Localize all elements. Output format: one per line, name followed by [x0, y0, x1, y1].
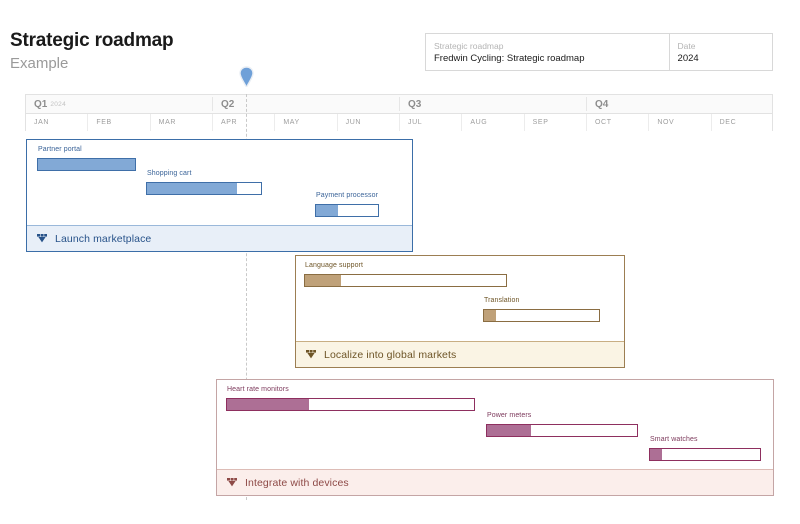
quarter-label: Q3 — [408, 98, 422, 110]
task-bar[interactable] — [315, 204, 379, 217]
collapse-tree-icon[interactable] — [306, 350, 316, 359]
meta-date-label: Date — [677, 41, 696, 51]
task-label: Payment processor — [316, 192, 379, 199]
task-progress-fill — [316, 205, 339, 216]
timeline-month-dec: DEC — [719, 119, 737, 126]
meta-date-value: 2024 — [677, 53, 699, 64]
page-subtitle: Example — [10, 55, 69, 72]
timeline-month-jan: JAN — [26, 114, 89, 131]
timeline-month-nov: NOV — [649, 114, 712, 131]
timeline-month-feb: FEB — [88, 114, 151, 131]
task-smart-watches[interactable]: Smart watches — [649, 436, 761, 461]
swimlane-name: Launch marketplace — [55, 232, 152, 245]
timeline-quarter-q3: Q3 — [400, 95, 587, 113]
task-translation[interactable]: Translation — [483, 297, 600, 322]
task-payment-processor[interactable]: Payment processor — [315, 192, 379, 217]
timeline-month-apr: APR — [213, 114, 276, 131]
task-label: Language support — [305, 262, 364, 269]
quarter-divider — [399, 97, 400, 111]
task-bar[interactable] — [226, 398, 475, 411]
task-label: Shopping cart — [147, 170, 192, 177]
timeline-quarter-q4: Q4 — [587, 95, 774, 113]
task-bar[interactable] — [146, 182, 262, 195]
timeline-month-jun: JUN — [338, 114, 400, 131]
quarter-label: Q2 — [221, 98, 235, 110]
meta-project-label: Strategic roadmap — [434, 41, 504, 51]
timeline-quarter-q2: Q2 — [213, 95, 400, 113]
task-progress-fill — [484, 310, 496, 321]
meta-cell-date[interactable]: Date 2024 — [670, 34, 772, 70]
task-bar[interactable] — [649, 448, 761, 461]
swimlane-name: Localize into global markets — [324, 348, 457, 361]
quarter-label: Q4 — [595, 98, 609, 110]
task-bar[interactable] — [483, 309, 600, 322]
task-progress-fill — [38, 159, 135, 170]
task-progress-fill — [305, 275, 342, 286]
task-label: Smart watches — [650, 436, 698, 443]
task-language-support[interactable]: Language support — [304, 262, 507, 287]
timeline-month-mar: MAR — [151, 114, 213, 131]
quarter-year: 2024 — [50, 100, 67, 108]
task-bar[interactable] — [37, 158, 136, 171]
swimlane-footer[interactable]: Launch marketplace — [27, 225, 412, 251]
page-title: Strategic roadmap — [10, 30, 174, 51]
task-power-meters[interactable]: Power meters — [486, 412, 638, 437]
task-heart-rate-monitors[interactable]: Heart rate monitors — [226, 386, 475, 411]
task-shopping-cart[interactable]: Shopping cart — [146, 170, 262, 195]
timeline-month-sep: SEP — [525, 114, 587, 131]
today-marker-line — [246, 94, 247, 500]
task-bar[interactable] — [486, 424, 638, 437]
quarter-divider — [212, 97, 213, 111]
swimlane-name: Integrate with devices — [245, 476, 349, 489]
meta-cell-project[interactable]: Strategic roadmap Fredwin Cycling: Strat… — [426, 34, 670, 70]
task-partner-portal[interactable]: Partner portal — [37, 146, 136, 171]
task-label: Translation — [484, 297, 520, 304]
task-progress-fill — [227, 399, 309, 410]
document-meta-table: Strategic roadmap Fredwin Cycling: Strat… — [425, 33, 773, 71]
meta-project-value: Fredwin Cycling: Strategic roadmap — [434, 53, 585, 64]
task-label: Partner portal — [38, 146, 82, 153]
quarter-divider — [586, 97, 587, 111]
task-label: Heart rate monitors — [227, 386, 289, 393]
collapse-tree-icon[interactable] — [227, 478, 237, 487]
task-bar[interactable] — [304, 274, 507, 287]
task-label: Power meters — [487, 412, 532, 419]
timeline-month-may: MAY — [275, 114, 338, 131]
task-progress-fill — [147, 183, 238, 194]
swimlane-footer[interactable]: Integrate with devices — [217, 469, 773, 495]
quarter-label: Q1 — [34, 98, 48, 110]
timeline-month-aug: AUG — [462, 114, 525, 131]
timeline-month-oct: OCT — [587, 114, 650, 131]
task-progress-fill — [650, 449, 663, 460]
map-pin-marker-icon[interactable] — [239, 66, 254, 88]
swimlane-footer[interactable]: Localize into global markets — [296, 341, 624, 367]
timeline-month-jul: JUL — [400, 114, 463, 131]
task-progress-fill — [487, 425, 531, 436]
collapse-tree-icon[interactable] — [37, 234, 47, 243]
